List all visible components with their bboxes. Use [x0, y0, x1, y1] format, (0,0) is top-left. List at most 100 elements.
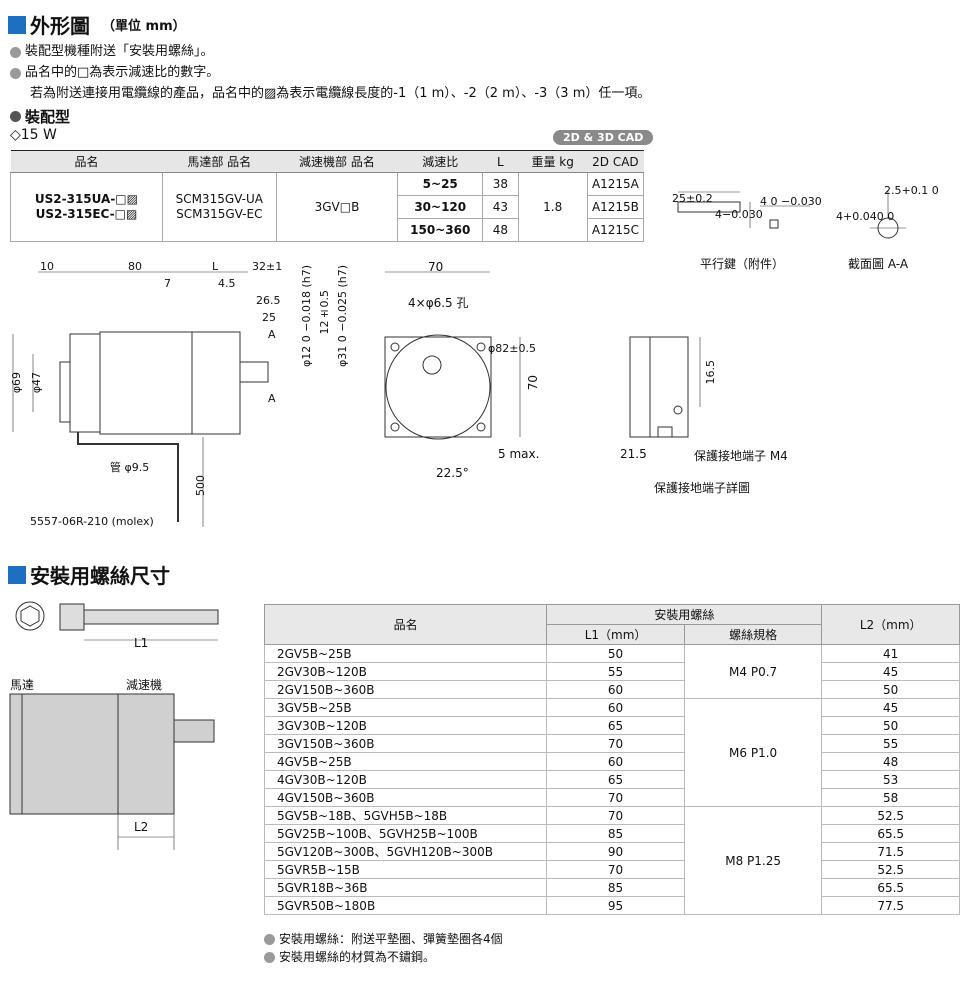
screw-drawing — [15, 601, 219, 641]
spec-cell: M4 P0.7 — [683, 644, 823, 699]
screw-note-1: 安裝用螺絲：附送平墊圈、彈簧墊圈各4個 — [264, 929, 503, 949]
dim-label: 5 max. — [498, 447, 540, 461]
cad-cell[interactable]: A1215A — [586, 172, 645, 196]
table-row: 150~360 48 A1215C — [11, 218, 645, 242]
dim-label: φ69 — [10, 372, 23, 394]
dim-label: 16.5 — [704, 360, 717, 385]
bullet-icon — [10, 111, 21, 122]
l2-label: L2 — [134, 820, 149, 834]
col-header: 安裝用螺絲 — [546, 604, 823, 625]
col-header: L — [482, 150, 518, 173]
gear-label: 減速機 — [126, 678, 163, 692]
spec-cell: M6 P1.0 — [683, 698, 823, 807]
dim-label: 21.5 — [620, 447, 647, 461]
dim-label: φ31 0 −0.025 (h7) — [336, 265, 349, 368]
blue-square-icon — [8, 15, 26, 34]
col-header: 馬達部 品名 — [162, 150, 277, 173]
table-row: US2-315UA-□▨ US2-315EC-□▨ SCM315GV-UA SC… — [10, 172, 645, 242]
col-header: 2D CAD — [587, 150, 644, 173]
dim-label: A — [268, 392, 276, 405]
note-3: 若為附送連接用電纜線的產品，品名中的▨為表示電纜線長度的-1（1 m）、-2（2… — [30, 86, 651, 101]
dim-label: 22.5° — [436, 466, 469, 480]
ground-detail-caption: 保護接地端子詳圖 — [654, 481, 751, 495]
cad-cell[interactable]: A1215B — [586, 195, 645, 219]
dim-label: φ47 — [30, 372, 43, 394]
bullet-icon — [10, 46, 21, 58]
spec-cell: M8 P1.25 — [683, 806, 823, 915]
col-header: L1（mm） — [546, 624, 685, 645]
assembly-title: 裝配型 — [10, 106, 70, 127]
note-1: 裝配型機種附送「安裝用螺絲」。 — [10, 42, 214, 62]
dim-label: φ12 0 −0.018 (h7) — [300, 265, 313, 368]
dim-label: 70 — [428, 260, 444, 274]
section-title-outline: 外形圖 （單位 mm） — [8, 10, 186, 39]
col-header: 品名 — [263, 604, 548, 645]
unit-label: （單位 mm） — [102, 19, 186, 34]
cad-cell[interactable]: A1215C — [586, 218, 645, 242]
dim-label: 25±0.2 — [672, 192, 713, 205]
motor-front-drawing — [384, 271, 521, 440]
dim-label: L — [212, 260, 219, 273]
dim-label: 7 — [164, 277, 171, 290]
ground-detail-drawing — [629, 336, 701, 438]
spec-table: 品名 馬達部 品名 減速機部 品名 減速比 L 重量 kg 2D CAD US2… — [10, 150, 645, 242]
bullet-icon — [10, 67, 21, 79]
watt-label: ◇15 W — [10, 127, 57, 143]
bullet-icon — [264, 933, 275, 945]
col-header: 品名 — [10, 150, 163, 173]
section-title-screws: 安裝用螺絲尺寸 — [8, 560, 170, 589]
ratio-cell: 30~120 — [397, 195, 484, 219]
dim-label: 500 — [194, 475, 207, 496]
dim-label: 32±1 — [252, 260, 283, 273]
dim-label: 80 — [128, 260, 142, 273]
col-header: 減速比 — [397, 150, 483, 173]
l1-label: L1 — [134, 636, 149, 650]
bullet-icon — [264, 951, 275, 963]
product-name-cell: US2-315UA-□▨ US2-315EC-□▨ — [10, 172, 163, 242]
dim-label: A — [268, 328, 276, 341]
col-header: 重量 kg — [518, 150, 588, 173]
screw-note-2: 安裝用螺絲的材質為不鏽鋼。 — [264, 947, 435, 967]
dim-label: 2.5+0.1 0 — [884, 184, 939, 197]
dim-label: 4 0 −0.030 — [760, 195, 822, 208]
motor-side-drawing — [12, 271, 269, 527]
motor-gear-drawing — [9, 693, 215, 850]
ratio-cell: 150~360 — [397, 218, 484, 242]
l-cell: 48 — [482, 218, 519, 242]
dim-label: 4×φ6.5 孔 — [408, 296, 469, 310]
col-header: L2（mm） — [821, 604, 960, 645]
dim-label: 4.5 — [218, 277, 236, 290]
cad-badge[interactable]: 2D & 3D CAD — [553, 130, 654, 145]
dim-label: 70 — [526, 375, 540, 391]
dim-label: 10 — [40, 260, 54, 273]
col-header: 減速機部 品名 — [276, 150, 398, 173]
col-header: 螺絲規格 — [683, 624, 823, 645]
l-cell: 38 — [482, 172, 519, 196]
motor-label: 馬達 — [10, 678, 35, 692]
dim-label: 12±0.5 — [318, 290, 331, 335]
note-2: 品名中的□為表示減速比的數字。 — [10, 63, 219, 83]
section-aa-label: 截面圖 A-A — [848, 257, 909, 271]
ratio-cell: 5~25 — [397, 172, 484, 196]
dim-label: 4+0.040 0 — [836, 210, 895, 223]
l-cell: 43 — [482, 195, 519, 219]
key-drawing — [677, 190, 906, 239]
blue-square-icon — [8, 565, 26, 584]
dim-label: 26.5 — [256, 294, 281, 307]
dim-label: 5557-06R-210 (molex) — [30, 515, 154, 528]
weight-cell: 1.8 — [517, 172, 588, 242]
motor-name-cell: SCM315GV-UA SCM315GV-EC — [161, 172, 277, 242]
